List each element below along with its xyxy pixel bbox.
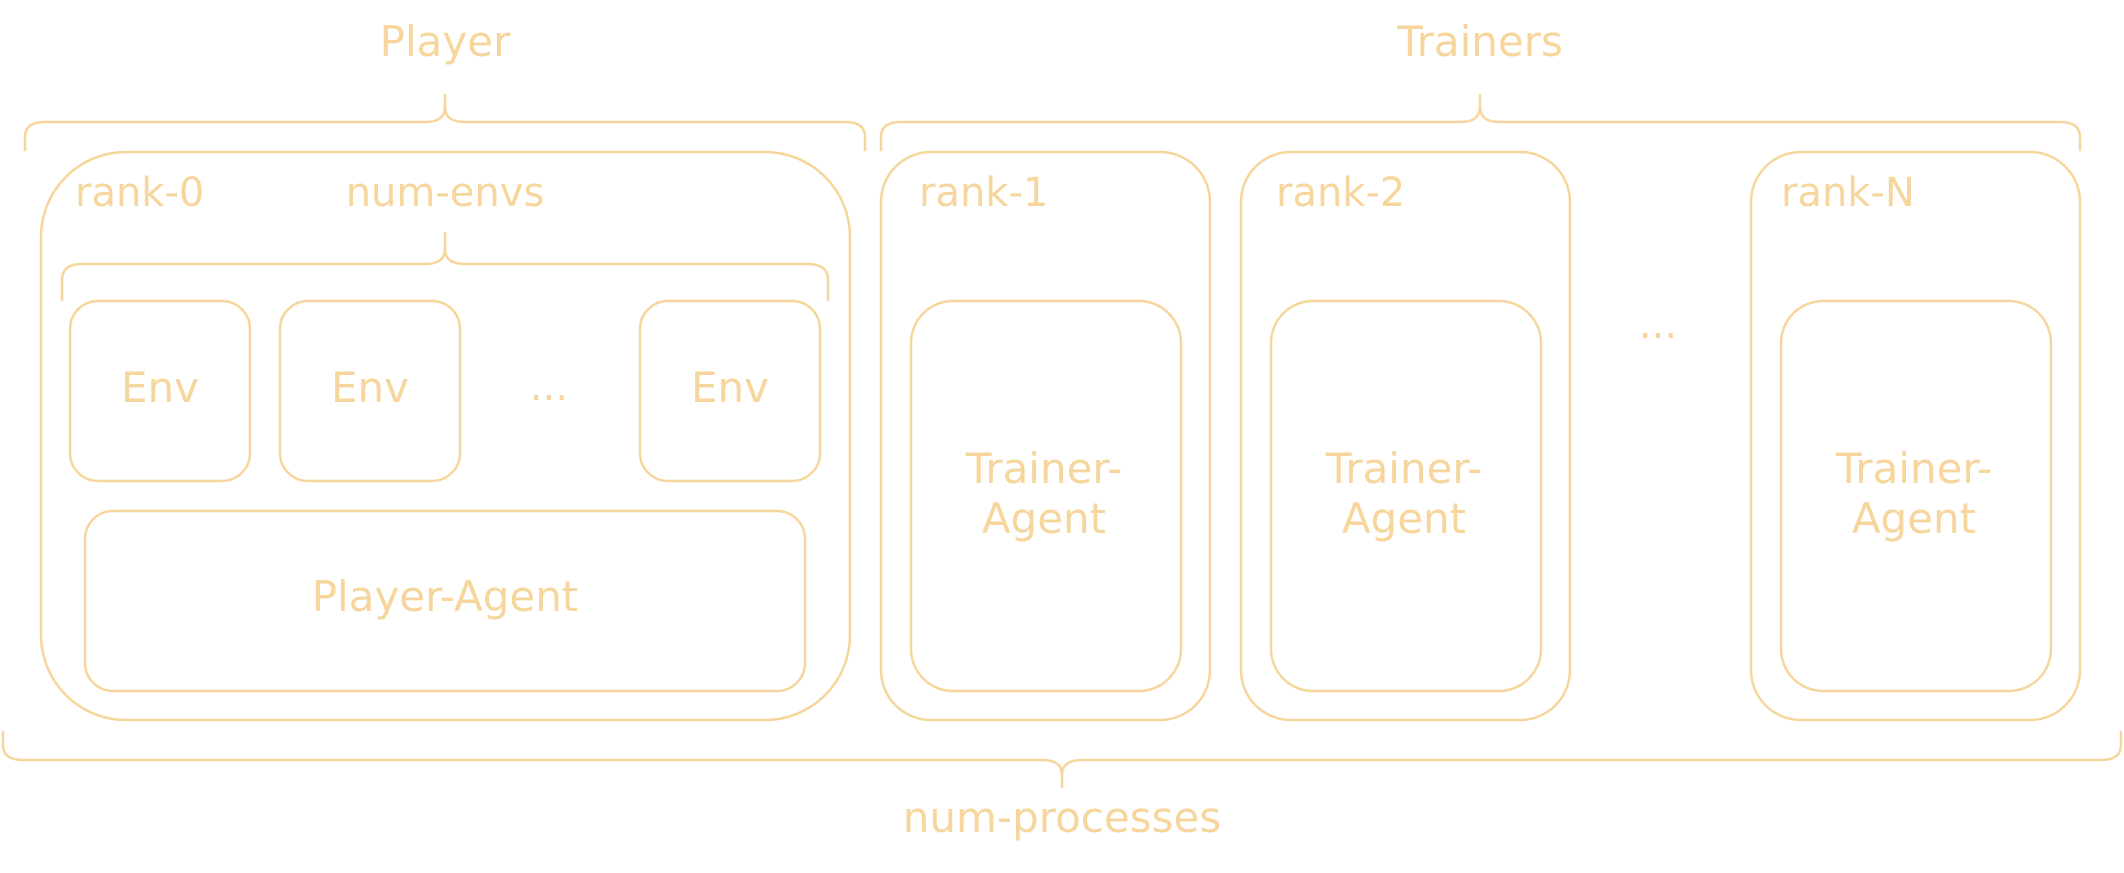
env-label-2: Env — [331, 363, 409, 412]
trainer-process-box-n — [1749, 150, 2082, 722]
env-box-3 — [638, 299, 822, 483]
env-ellipsis: ... — [530, 364, 568, 410]
trainer-agent-box-2 — [1269, 299, 1543, 693]
trainer-rank-label-1: rank-1 — [919, 170, 1048, 216]
trainer-agent-label-1a: Trainer- — [965, 444, 1122, 493]
player-brace — [23, 93, 867, 152]
player-agent-label: Player-Agent — [312, 572, 579, 621]
trainers-brace — [879, 93, 2082, 152]
env-box-1 — [68, 299, 252, 483]
player-agent-box — [83, 509, 807, 693]
trainer-rank-label-n: rank-N — [1781, 170, 1915, 216]
trainer-process-box-1 — [879, 150, 1212, 722]
trainer-agent-label-na: Trainer- — [1835, 444, 1992, 493]
trainer-agent-label-2a: Trainer- — [1325, 444, 1482, 493]
trainer-agent-box-1 — [909, 299, 1183, 693]
trainers-label: Trainers — [1396, 17, 1563, 66]
env-box-2 — [278, 299, 462, 483]
num-processes-label: num-processes — [903, 793, 1221, 842]
player-label: Player — [380, 17, 511, 66]
trainer-agent-box-n — [1779, 299, 2053, 693]
player-process-box — [39, 150, 852, 722]
trainer-agent-label-nb: Agent — [1852, 494, 1976, 543]
num-processes-brace — [1, 730, 2123, 789]
player-rank-label: rank-0 — [75, 170, 204, 216]
trainer-process-box-2 — [1239, 150, 1572, 722]
trainer-rank-label-2: rank-2 — [1276, 170, 1405, 216]
trainer-ellipsis: ... — [1639, 302, 1677, 348]
num-envs-brace — [60, 231, 830, 302]
env-label-3: Env — [691, 363, 769, 412]
env-label-1: Env — [121, 363, 199, 412]
trainer-agent-label-2b: Agent — [1342, 494, 1466, 543]
trainer-agent-label-1b: Agent — [982, 494, 1106, 543]
num-envs-label: num-envs — [346, 170, 545, 216]
